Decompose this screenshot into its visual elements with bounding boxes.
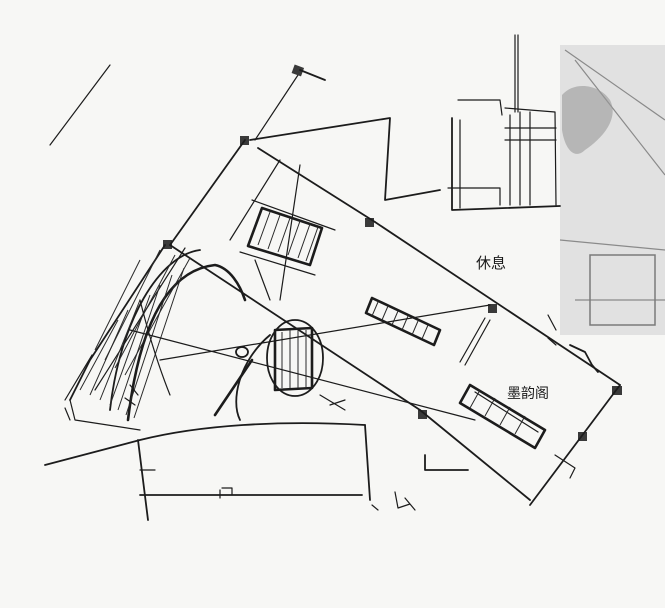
ground-lines [44, 384, 469, 521]
label-bookstore: 墨韵阁 [507, 386, 549, 402]
curved-facade [64, 249, 247, 422]
stray-line [254, 71, 301, 141]
column-markers [163, 64, 622, 441]
label-rest-area: 休息 [476, 254, 506, 272]
central-cylinder [213, 319, 346, 421]
stray-line [49, 64, 111, 146]
building-outline [69, 69, 621, 506]
right-room [458, 314, 599, 479]
photo-fragment [559, 45, 665, 335]
upper-window [229, 159, 336, 301]
elevation-sketch [447, 34, 561, 211]
middle-bar [129, 296, 491, 421]
